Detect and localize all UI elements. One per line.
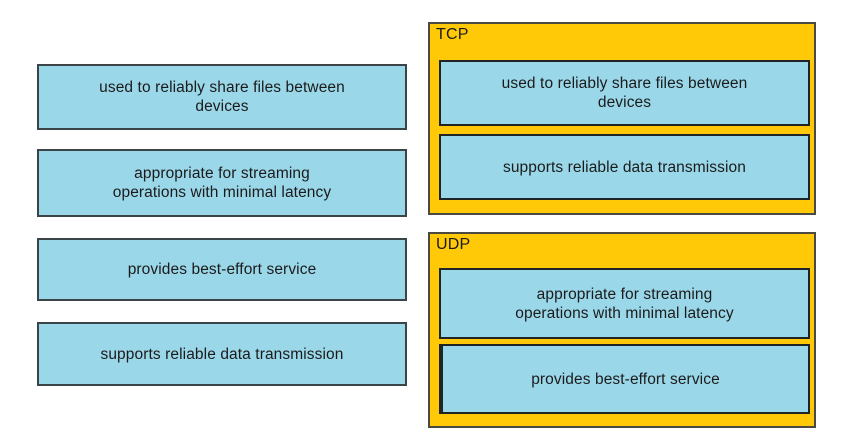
drop-zone-udp-label: UDP bbox=[436, 236, 471, 253]
answer-tile-text: supports reliable data transmission bbox=[100, 345, 344, 363]
udp-dropped-tile-2[interactable]: provides best-effort service bbox=[439, 344, 810, 414]
tcp-dropped-tile-2-text: supports reliable data transmission bbox=[502, 158, 746, 176]
tcp-dropped-tile-2[interactable]: supports reliable data transmission bbox=[439, 134, 810, 200]
drop-zone-tcp-label: TCP bbox=[436, 26, 469, 43]
drop-zone-tcp[interactable]: TCP used to reliably share files between… bbox=[428, 22, 816, 215]
answer-tile-best-effort[interactable]: provides best-effort service bbox=[37, 238, 407, 301]
answer-tile-reliable-transmission[interactable]: supports reliable data transmission bbox=[37, 322, 407, 386]
answer-tile-text: provides best-effort service bbox=[127, 261, 317, 278]
udp-dropped-tile-2-text: provides best-effort service bbox=[531, 370, 720, 388]
